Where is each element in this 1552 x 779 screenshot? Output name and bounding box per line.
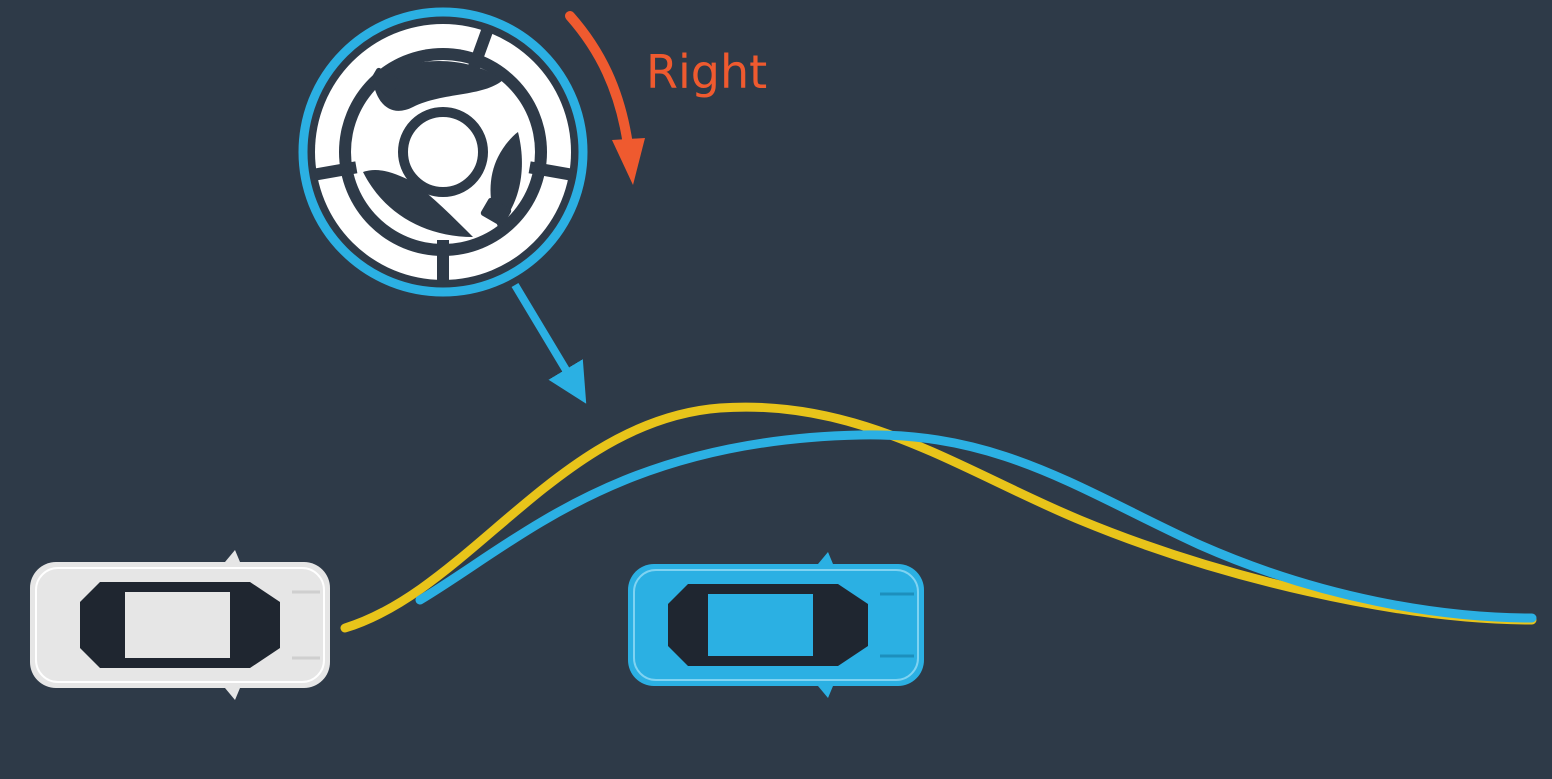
pointer-arrow bbox=[511, 282, 587, 404]
direction-label: Right bbox=[646, 45, 767, 99]
yellow-trajectory bbox=[340, 402, 1537, 633]
reference-car bbox=[30, 550, 330, 700]
ego-car bbox=[628, 552, 924, 698]
steering-wheel-icon bbox=[298, 7, 588, 297]
rotation-arrow bbox=[565, 11, 645, 185]
blue-trajectory bbox=[415, 430, 1537, 623]
